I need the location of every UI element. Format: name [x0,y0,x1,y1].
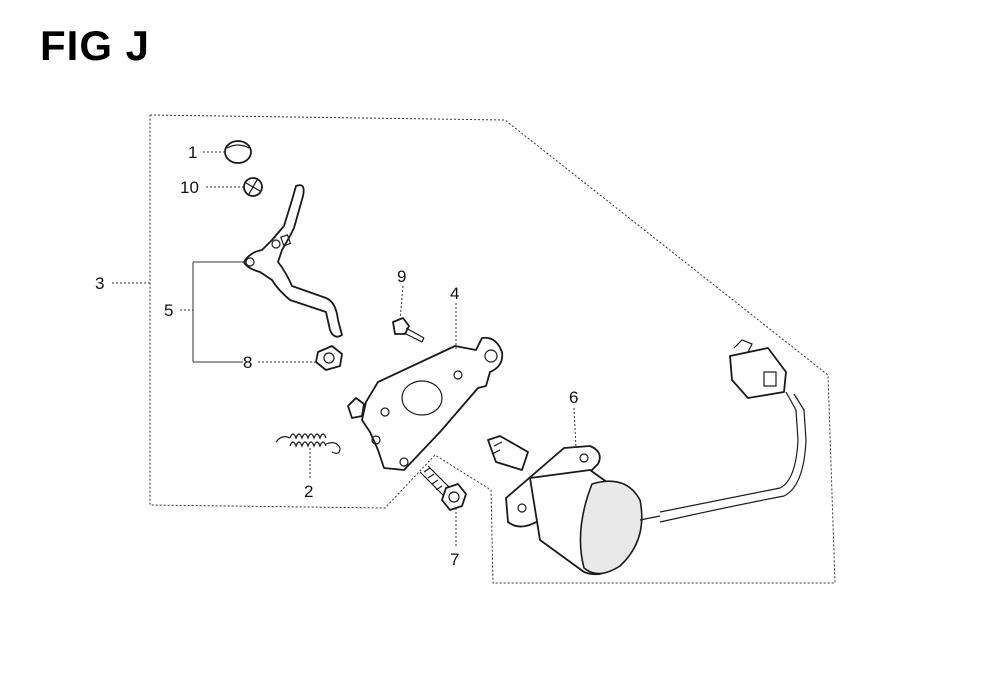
leader-lines [112,151,577,546]
callout-1: 1 [188,143,197,162]
figure-title: FIG J [40,22,151,69]
callout-2: 2 [304,482,313,501]
callout-5: 5 [164,301,173,320]
callout-labels: 1 10 3 5 8 9 4 2 6 7 [95,143,578,569]
part-5-lever [243,184,343,338]
part-1-cap [224,140,252,164]
assembly-boundary [149,114,836,584]
part-2-spring [275,433,341,454]
part-8-nut [315,345,343,371]
part-9-bolt [392,317,425,343]
callout-8: 8 [243,353,252,372]
part-6-solenoid [487,339,807,576]
callout-4: 4 [450,284,459,303]
callout-10: 10 [180,178,199,197]
callout-6: 6 [569,388,578,407]
part-7-bolt [419,465,467,511]
part-4-bracket [347,336,504,471]
callout-3: 3 [95,274,104,293]
callout-7: 7 [450,550,459,569]
part-10-nut [243,177,263,197]
callout-9: 9 [397,267,406,286]
